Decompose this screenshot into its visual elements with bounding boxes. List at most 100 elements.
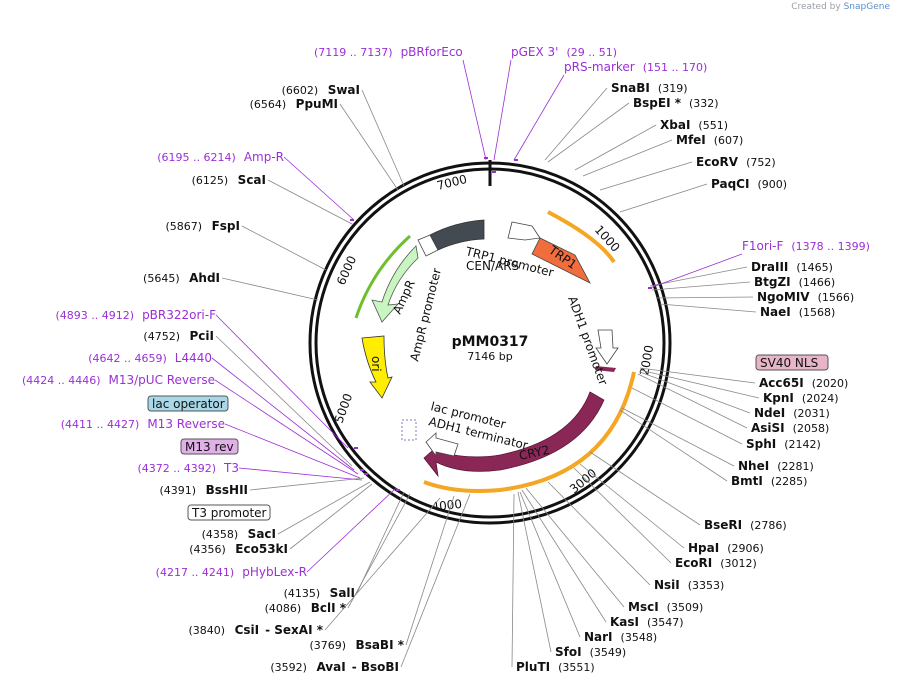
enzyme-name: SwaI [328,83,360,97]
primer-range: (6195 .. 6214) [157,151,236,164]
leader-hpai [579,463,685,549]
enzyme-sfoi: SfoI(3549) [555,645,626,659]
enzyme-bcli: (4086) BclI * [265,601,347,615]
primer-site-tick [514,159,518,161]
enzyme-name: DraIII [751,260,788,274]
tick-5000: 5000 [332,392,356,425]
leader-nari [519,491,581,638]
enzyme-bseri: BseRI(2786) [704,518,787,532]
leader-bcli [347,493,411,609]
primer-range: (4642 .. 4659) [88,352,167,365]
primer-site-tick [354,447,358,449]
lac-operator-box [147,395,229,412]
ori-feature-arc [361,335,393,399]
label-cry2: CRY2 [518,443,551,463]
enzyme-kasi: KasI(3547) [610,615,684,629]
primer-leader-left-2 [211,357,355,471]
enzyme-paqci: PaqCI(900) [711,177,787,191]
tick-4000: 4000 [431,497,463,514]
primer-name: (151 .. 170) [643,61,708,74]
m13-rev-box [180,438,239,455]
t3-promoter-label: T3 promoter [191,506,267,520]
enzyme-bspei: BspEI *(332) [633,96,719,110]
credit-prefix: Created by [791,2,841,12]
enzyme-acc65i: Acc65I (2020) [759,376,848,390]
enzyme-bsabi: (3769) BsaBI * [309,638,404,652]
enzyme-xbai: XbaI(551) [660,118,728,132]
enzyme-position: (607) [714,134,744,147]
primer-label-left-5: (4372 .. 4392)T3 [137,461,239,475]
primer-name: M13/pUC Reverse [109,373,216,387]
enzyme-position: (4358) [202,528,242,541]
enzyme-extra: - BsoBI [352,660,399,674]
enzyme-bsshii: (4391) BssHII [160,483,248,497]
enzyme-position: (3548) [621,631,658,644]
enzyme-position: (4752) [143,330,183,343]
leader-swai [361,89,405,187]
enzyme-position: (4086) [265,602,305,615]
enzyme-name: Eco53kI [235,542,288,556]
enzyme-pcii: (4752) PciI [143,329,214,343]
cen-ars-arc [429,219,485,251]
leader-nhei [621,407,735,467]
enzyme-name: PpuMI [296,97,338,111]
enzyme-position: (4135) [284,587,324,600]
leader-ahdi [221,277,319,301]
ampr-promoter-arrow [417,234,439,257]
primer-name: (29 .. 51) [566,46,617,59]
primer-name: T3 [223,461,239,475]
leader-kpni [639,369,760,399]
enzyme-ndei: NdeI(2031) [754,406,830,420]
primer-name: pHybLex-R [242,565,307,579]
leader-ecori [573,467,672,564]
enzyme-position: (5645) [143,272,183,285]
enzyme-kpni: KpnI(2024) [763,391,838,405]
adh1-terminator-arrow [425,432,459,458]
primer-leader-left-6 [306,487,397,573]
leader-bspei [547,102,630,163]
enzyme-name: BclI * [311,601,347,615]
enzyme-position: (4356) [189,543,229,556]
enzyme-position: (332) [689,97,719,110]
enzyme-name: Acc65I [759,376,804,390]
enzyme-position: (2020) [812,377,849,390]
enzyme-sali: (4135) SalI [284,586,355,600]
enzyme-draiii: DraIII(1465) [751,260,833,274]
primer-leader-left-1 [215,314,349,449]
enzyme-name: AsiSI [751,421,785,435]
enzyme-name: BssHII [206,483,248,497]
enzyme-msci: MscI(3509) [628,600,703,614]
lac-operator-marks [401,419,417,441]
enzyme-name: XbaI [660,118,690,132]
primer-leader-left-5 [238,467,363,481]
enzyme-name: BseRI [704,518,742,532]
leader-lines [211,59,760,668]
enzyme-position: (2024) [802,392,839,405]
enzyme-name: BmtI [731,474,763,488]
snapgene-logo: SnapGene [843,2,890,12]
primer-range: (4893 .. 4912) [56,309,135,322]
primer-leader-left-3 [214,379,359,475]
leader-ndei [639,371,751,414]
enzyme-snabi: SnaBI(319) [611,81,688,95]
enzyme-name: PciI [190,329,215,343]
leader-asisi [637,373,748,429]
primer-name: pBR322ori-F [142,308,216,322]
tick-1000: 1000 [592,223,623,255]
primer-leader-3 [649,253,743,289]
primer-site-tick [360,469,364,471]
primer-label-left-2: (4642 .. 4659)L4440 [88,351,212,365]
f1-ori-outer-arc [547,210,616,264]
leader-bmti [619,409,728,482]
cry2-feature-arc [423,391,605,478]
enzyme-name: SalI [330,586,355,600]
primer-range: (4424 .. 4446) [22,374,101,387]
enzyme-naei: NaeI(1568) [760,305,835,319]
enzyme-name: KasI [610,615,639,629]
enzyme-position: (2906) [727,542,764,555]
enzyme-swai: (6602) SwaI [282,83,360,97]
enzyme-name: FspI [212,219,240,233]
primer-leader-2 [513,74,565,161]
primer-label-left-1: (4893 .. 4912) pBR322ori-F [56,308,217,322]
